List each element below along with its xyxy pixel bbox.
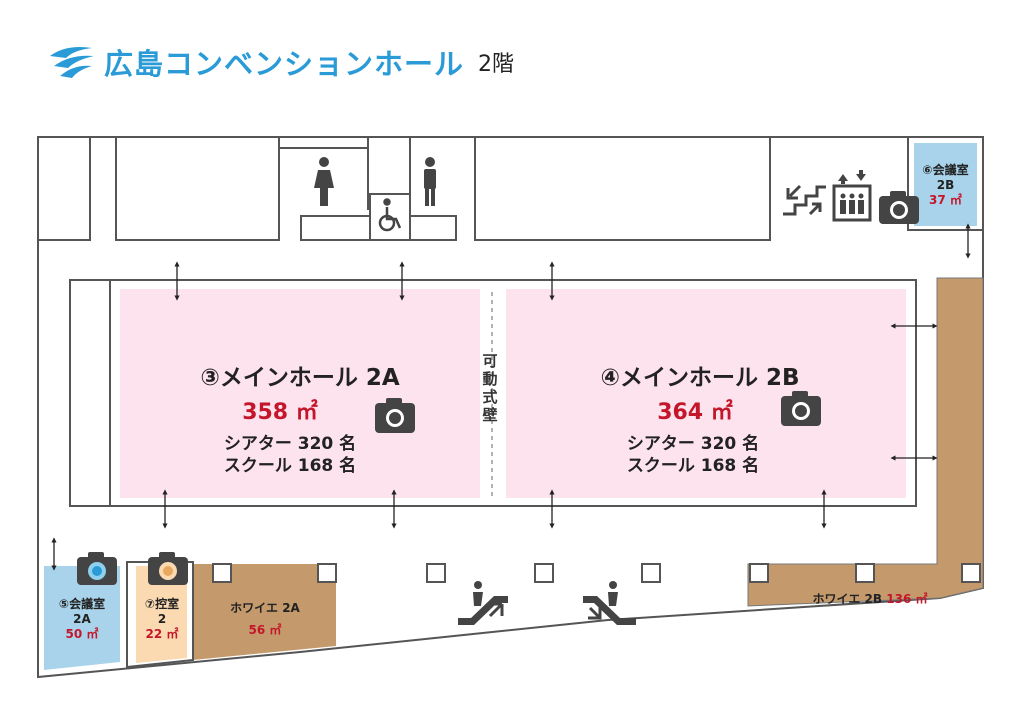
room-7-label: ⑦控室 2 22 ㎡ bbox=[134, 597, 190, 642]
hall-2a-theater: シアター 320 名 bbox=[223, 434, 357, 454]
foyer-2b bbox=[748, 278, 983, 606]
room-6 bbox=[914, 143, 977, 226]
room-5-name: ⑤会議室 bbox=[58, 597, 106, 611]
hall-2b-area: 364 bbox=[657, 400, 704, 425]
partition-char: 可 bbox=[482, 352, 498, 370]
camera-icon bbox=[148, 552, 188, 585]
room-7-name: ⑦控室 bbox=[144, 597, 180, 611]
movable-partition-label: 可 動 式 壁 bbox=[480, 352, 500, 424]
page-title: 広島コンベンションホール bbox=[104, 47, 465, 81]
hall-2a-capacity: シアター 320 名 スクール 168 名 bbox=[200, 433, 380, 477]
floor-label: 2階 bbox=[478, 52, 515, 77]
foyer-2a-area: 56 ㎡ bbox=[248, 623, 282, 637]
room-5-code: 2A bbox=[73, 612, 91, 626]
top-room-2 bbox=[115, 136, 280, 241]
room-5-label: ⑤会議室 2A 50 ㎡ bbox=[44, 597, 120, 642]
foyer-2a-name: ホワイエ 2A bbox=[230, 601, 300, 615]
camera-icon bbox=[879, 191, 919, 224]
hall-2b-theater: シアター 320 名 bbox=[626, 434, 760, 454]
hall-2b-capacity: シアター 320 名 スクール 168 名 bbox=[603, 433, 783, 477]
wave-logo-icon bbox=[50, 47, 94, 78]
escalator-down-icon bbox=[583, 581, 636, 625]
hall-2b-area-block: 364 ㎡ bbox=[625, 394, 765, 426]
male-restroom-icon bbox=[424, 157, 436, 206]
hall-2b-area-unit: ㎡ bbox=[710, 400, 733, 425]
accessible-restroom-icon bbox=[378, 198, 402, 232]
foyer-2a-label: ホワイエ 2A 56 ㎡ bbox=[200, 597, 330, 641]
elevator-icon bbox=[832, 170, 872, 222]
female-restroom-icon bbox=[314, 157, 334, 206]
room-6-name: ⑥会議室 bbox=[922, 163, 969, 177]
camera-icon bbox=[781, 391, 821, 426]
hall-side-room bbox=[69, 279, 111, 507]
hall-2a-area-unit: ㎡ bbox=[295, 400, 318, 425]
stairs-icon bbox=[783, 184, 826, 216]
foyer-2b-area: 136 ㎡ bbox=[886, 592, 928, 606]
camera-icon bbox=[375, 398, 415, 433]
room-6-code: 2B bbox=[936, 178, 955, 192]
foyer-2b-name: ホワイエ 2B bbox=[812, 592, 883, 606]
hall-2b bbox=[506, 289, 906, 498]
foyer-2b-label: ホワイエ 2B 136 ㎡ bbox=[770, 592, 970, 607]
hall-2a bbox=[120, 289, 480, 498]
partition-char: 式 bbox=[482, 388, 498, 406]
hall-2a-name: ③メインホール 2A bbox=[200, 365, 400, 391]
camera-icon bbox=[77, 552, 117, 585]
room-6-label: ⑥会議室 2B 37 ㎡ bbox=[914, 163, 977, 208]
partition-char: 壁 bbox=[482, 406, 498, 424]
room-5-area: 50 ㎡ bbox=[65, 627, 99, 641]
partition-char: 動 bbox=[482, 370, 498, 388]
foyer-2a bbox=[193, 564, 336, 660]
top-room-1 bbox=[37, 136, 91, 241]
hall-2a-area-block: 358 ㎡ bbox=[210, 394, 350, 426]
room-6-area: 37 ㎡ bbox=[929, 193, 962, 207]
door-arrow-icon bbox=[51, 223, 971, 571]
hall-2b-name: ④メインホール 2B bbox=[600, 365, 800, 391]
room-7 bbox=[136, 566, 187, 663]
hall-2a-school: スクール 168 名 bbox=[223, 456, 357, 476]
room-7-code: 2 bbox=[157, 612, 167, 626]
escalator-up-icon bbox=[458, 581, 508, 625]
columns bbox=[212, 563, 981, 583]
hall-2a-area: 358 bbox=[242, 400, 289, 425]
room-7-area: 22 ㎡ bbox=[145, 627, 179, 641]
header: 広島コンベンションホール 2階 bbox=[48, 40, 514, 84]
top-room-3 bbox=[474, 136, 771, 241]
room-5 bbox=[44, 566, 120, 670]
hall-2b-school: スクール 168 名 bbox=[626, 456, 760, 476]
